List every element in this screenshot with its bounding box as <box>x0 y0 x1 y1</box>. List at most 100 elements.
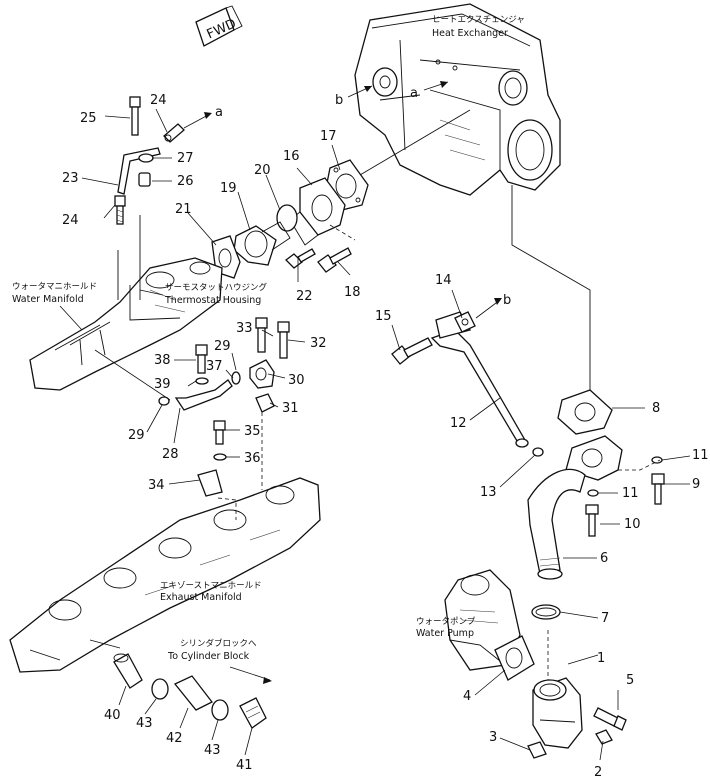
part-number-26: 26 <box>177 174 194 189</box>
connector-b-right: b <box>503 293 511 308</box>
connector-1 <box>532 677 583 749</box>
svg-text:Heat Exchanger: Heat Exchanger <box>432 28 508 39</box>
part-number-28: 28 <box>162 447 179 462</box>
bracket-34 <box>197 469 223 497</box>
to-cylinder-block-arrow <box>229 666 271 681</box>
washer-39 <box>195 377 209 385</box>
part-number-39: 39 <box>154 377 171 392</box>
bolt-18 <box>317 247 352 273</box>
gasket-8 <box>557 389 613 435</box>
part-number-7: 7 <box>601 611 609 626</box>
pipe-12 <box>430 311 529 448</box>
part-number-22: 22 <box>296 289 313 304</box>
hose-42 <box>173 675 213 711</box>
part-number-31: 31 <box>282 401 299 416</box>
part-number-33: 33 <box>236 321 253 336</box>
clamp-43a <box>151 678 169 700</box>
thermostat-housing-leader <box>139 289 164 296</box>
bolt-9 <box>651 473 665 505</box>
water-pump-label-en: Water Pump <box>416 628 474 639</box>
part-number-14: 14 <box>435 273 452 288</box>
plug-3 <box>527 741 547 759</box>
part-number-11b: 11 <box>622 486 639 501</box>
elbow-30 <box>249 359 275 389</box>
bolt-33 <box>255 317 268 353</box>
exhaust-manifold-label-en: Exhaust Manifold <box>160 592 242 603</box>
connector-a-top: a <box>215 105 223 120</box>
connector-40 <box>113 653 143 689</box>
part-number-19: 19 <box>220 181 237 196</box>
part-number-16: 16 <box>283 149 300 164</box>
washer-36 <box>213 453 227 461</box>
o-ring-13 <box>532 447 544 457</box>
part-number-2: 2 <box>594 765 602 780</box>
washer-11b <box>587 489 599 497</box>
water-pump-label-jp: ウォータポンプ <box>416 617 476 627</box>
leader-lines <box>81 108 691 761</box>
o-ring-20 <box>276 204 298 232</box>
part-number-12: 12 <box>450 416 467 431</box>
adapter-31 <box>255 393 275 413</box>
dashline-9 <box>618 459 661 471</box>
water-manifold-label-en: Water Manifold <box>12 294 84 305</box>
water-manifold <box>29 215 223 391</box>
bolt-32 <box>277 321 290 359</box>
connection-line-hx-8 <box>511 185 591 420</box>
clamp-43b <box>211 699 229 721</box>
bolt-15 <box>391 337 433 365</box>
part-number-41: 41 <box>236 758 253 773</box>
thermostat-housing-label-en: Thermostat Housing <box>164 295 261 306</box>
connector-a-heat-exchanger: a <box>410 86 418 101</box>
part-number-labels: 1 2 3 4 5 6 7 8 9 10 11 11 12 13 14 15 1… <box>62 93 709 780</box>
part-number-13: 13 <box>480 485 497 500</box>
to-cylinder-block-label-en: To Cylinder Block <box>167 651 250 662</box>
bolt-25 <box>129 96 141 136</box>
part-number-29b: 29 <box>128 428 145 443</box>
connector-24-top <box>163 123 185 143</box>
water-manifold-label-jp: ウォータマニホールド <box>12 282 97 292</box>
part-number-5: 5 <box>626 673 634 688</box>
bracket-14 <box>454 311 476 333</box>
part-number-36: 36 <box>244 451 261 466</box>
part-number-17: 17 <box>320 129 337 144</box>
part-number-8: 8 <box>652 401 660 416</box>
fwd-indicator: FWD <box>195 5 243 47</box>
part-number-21: 21 <box>175 202 192 217</box>
part-number-37: 37 <box>206 359 223 374</box>
part-number-18: 18 <box>344 285 361 300</box>
part-number-43a: 43 <box>136 716 153 731</box>
part-number-23: 23 <box>62 171 79 186</box>
part-number-30: 30 <box>288 373 305 388</box>
bolt-38 <box>195 344 208 374</box>
part-number-1: 1 <box>597 651 605 666</box>
plug-2 <box>595 729 613 745</box>
connector-41 <box>239 697 267 729</box>
washer-11a <box>651 456 663 464</box>
part-number-10: 10 <box>624 517 641 532</box>
to-cylinder-block-label-jp: シリンダブロックへ <box>180 638 257 649</box>
part-number-11a: 11 <box>692 448 709 463</box>
part-number-4: 4 <box>463 689 471 704</box>
o-ring-29a <box>231 371 241 385</box>
part-number-6: 6 <box>600 551 608 566</box>
part-number-3: 3 <box>489 730 497 745</box>
part-number-42: 42 <box>166 731 183 746</box>
arrow-b-right <box>475 299 501 319</box>
part-number-24b: 24 <box>62 213 79 228</box>
connector-24-lower <box>114 195 126 225</box>
pipe-23 <box>117 147 161 195</box>
part-number-29a: 29 <box>214 339 231 354</box>
sleeve-26 <box>138 172 151 187</box>
exhaust-manifold-label-jp: エキゾーストマニホールド <box>160 581 262 591</box>
part-number-27: 27 <box>177 151 194 166</box>
part-number-40: 40 <box>104 708 121 723</box>
washer-27 <box>138 153 154 163</box>
tube-28 <box>174 379 233 411</box>
part-number-38: 38 <box>154 353 171 368</box>
exhaust-manifold <box>9 477 321 673</box>
elbow-pipe-6 <box>527 435 623 580</box>
bolt-5 <box>593 707 627 731</box>
part-number-15: 15 <box>375 309 392 324</box>
bolt-22 <box>285 248 316 269</box>
